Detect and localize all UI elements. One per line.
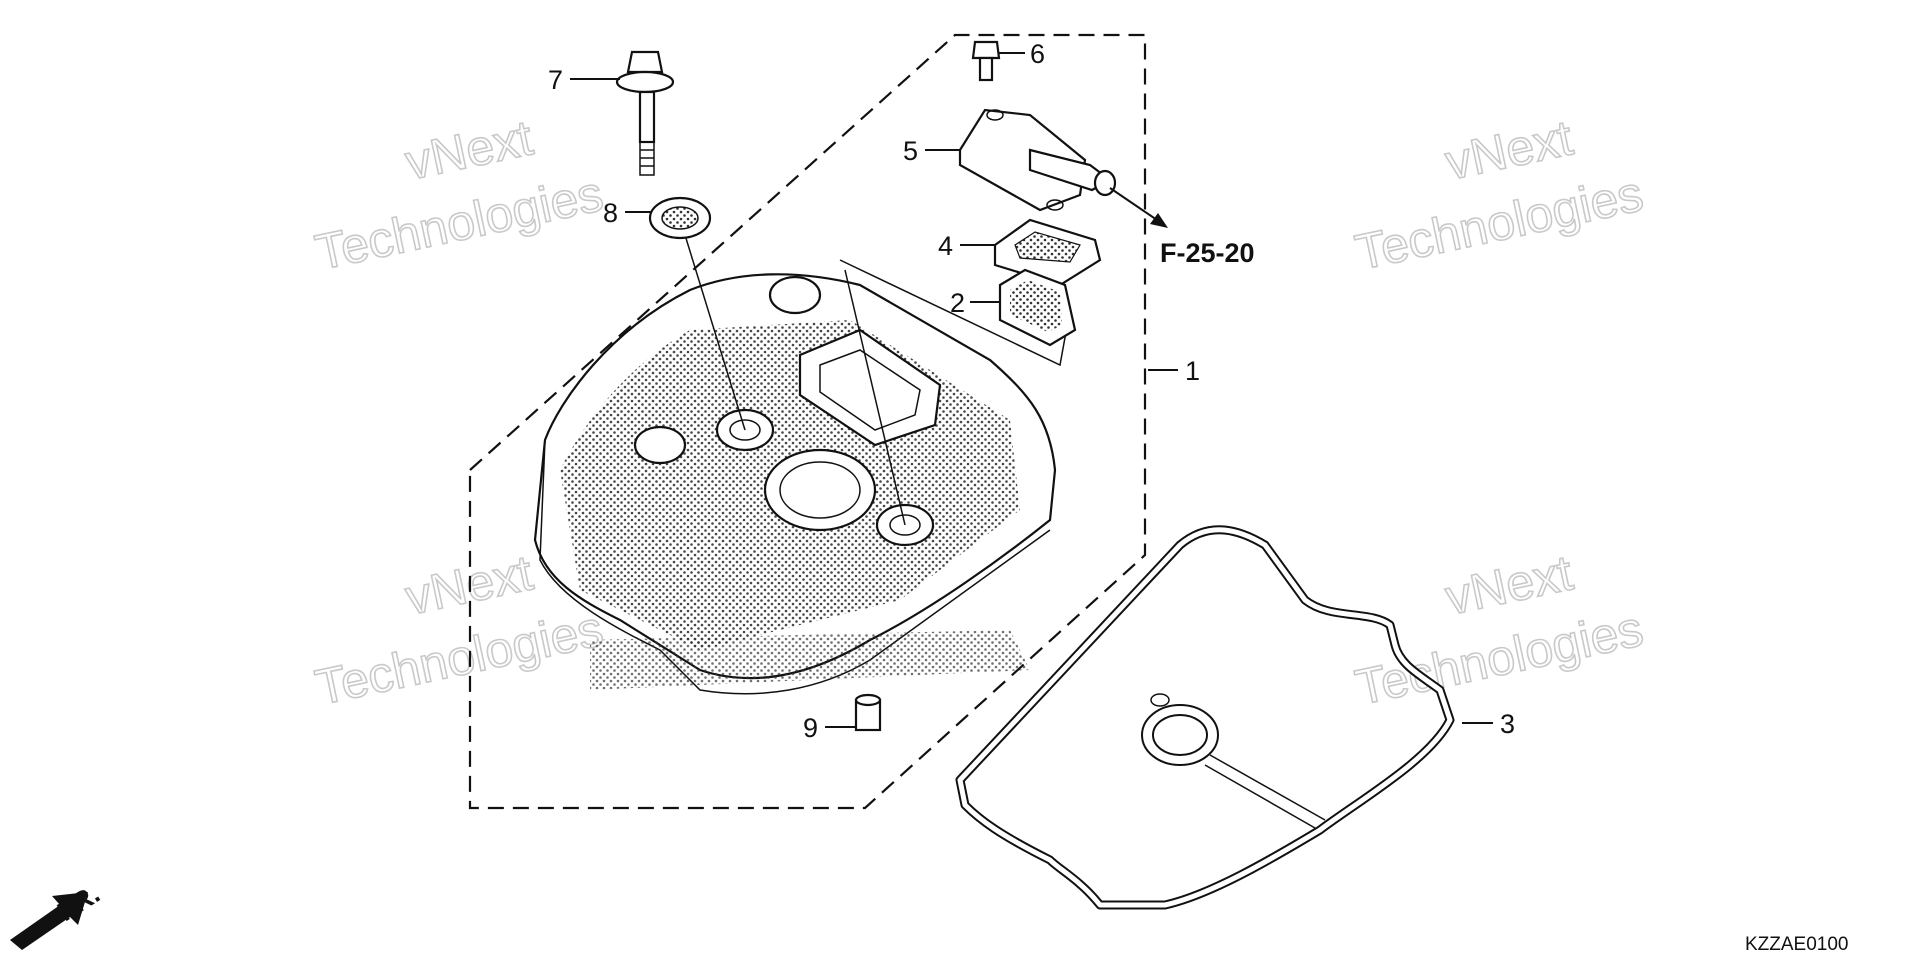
leader-bolt-to-boss — [684, 234, 746, 431]
reference-label: F-25-20 — [1160, 238, 1255, 268]
callout-2: 2 — [950, 288, 965, 318]
callout-9: 9 — [803, 713, 818, 743]
breather-cover-part-5 — [958, 108, 1117, 212]
callout-5: 5 — [903, 136, 918, 166]
svg-text:Technologies: Technologies — [1351, 165, 1648, 280]
callout-6: 6 — [1030, 39, 1045, 69]
callout-7: 7 — [548, 65, 563, 95]
front-direction-arrow-icon — [10, 892, 88, 950]
callout-8: 8 — [603, 198, 618, 228]
bolt-part-7 — [615, 50, 675, 176]
separator-plate-part-2 — [998, 268, 1077, 347]
watermark-right-top: vNext Technologies — [1350, 109, 1649, 282]
callout-3: 3 — [1500, 709, 1515, 739]
svg-text:vNext: vNext — [401, 109, 538, 190]
svg-text:Technologies: Technologies — [1351, 600, 1648, 715]
svg-text:vNext: vNext — [1441, 109, 1578, 190]
cylinder-head-cover-part — [533, 273, 1057, 695]
watermark-left-top: vNext Technologies — [310, 109, 609, 282]
head-cover-gasket-part-3 — [955, 525, 1455, 910]
reference-arrow-line — [1109, 187, 1161, 223]
svg-text:Technologies: Technologies — [311, 165, 608, 280]
callout-1: 1 — [1185, 356, 1200, 386]
collar-part-9 — [854, 693, 882, 732]
leader-seal-to-boss — [844, 269, 906, 526]
reference-arrow-head — [1150, 213, 1168, 228]
bolt-part-6 — [971, 40, 1001, 82]
seal-washer-part-8 — [648, 196, 712, 240]
svg-text:Technologies: Technologies — [311, 600, 608, 715]
breather-gasket-part-4 — [993, 218, 1102, 287]
callout-4: 4 — [938, 231, 953, 261]
assembly-boundary-dashed — [468, 33, 1147, 810]
drawing-code: KZZAE0100 — [1745, 934, 1849, 955]
svg-text:vNext: vNext — [1441, 544, 1578, 625]
